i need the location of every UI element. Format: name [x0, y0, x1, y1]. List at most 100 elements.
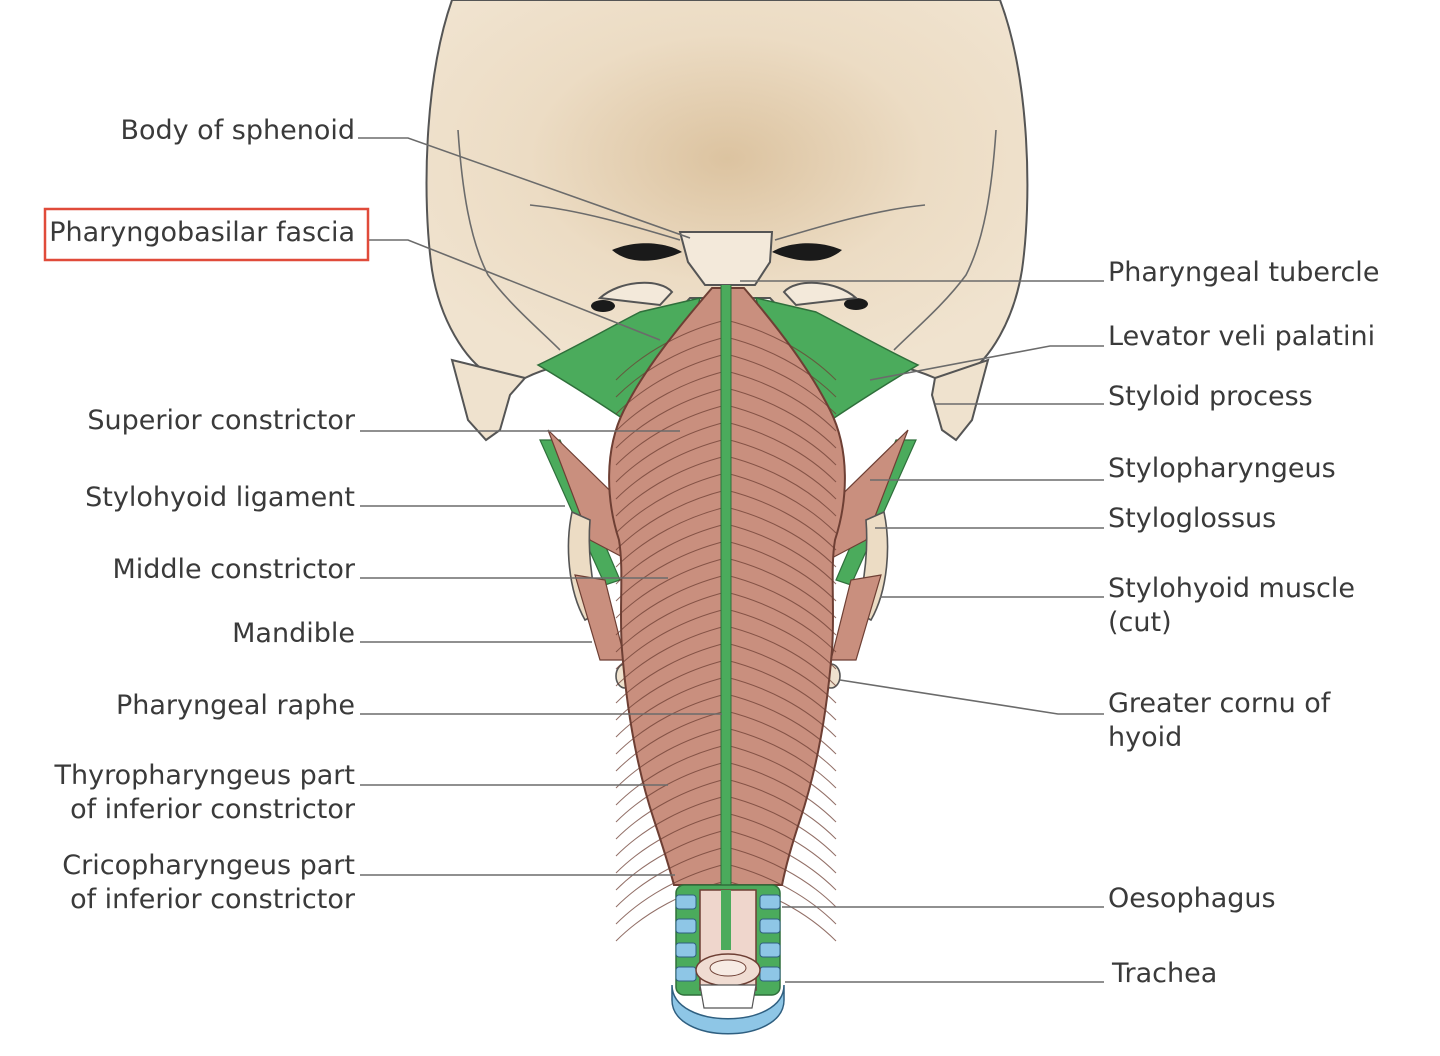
label-oesophagus: Oesophagus: [1108, 883, 1276, 914]
muscle-fiber: [615, 778, 727, 840]
tracheal-ring: [759, 966, 781, 982]
muscle-fiber: [725, 778, 837, 840]
highlight-box-pharyngobasilar-fascia: [43, 207, 370, 262]
muscle-fiber: [725, 693, 837, 755]
muscle-fiber: [615, 506, 727, 568]
label-stylohyoid-ligament: Stylohyoid ligament: [85, 482, 355, 513]
muscle-fiber: [615, 472, 727, 534]
muscle-fiber: [725, 472, 837, 534]
labels-left: Body of sphenoid Pharyngobasilar fascia …: [49, 115, 356, 915]
muscle-fiber: [725, 557, 837, 619]
muscle-fiber: [725, 370, 837, 432]
label-body-of-sphenoid: Body of sphenoid: [120, 115, 355, 146]
tracheal-ring: [675, 942, 697, 958]
muscle-fiber: [615, 540, 727, 602]
muscle-fiber: [725, 489, 837, 551]
label-styloglossus: Styloglossus: [1108, 503, 1276, 534]
muscle-fiber: [725, 761, 837, 823]
muscle-fiber: [615, 574, 727, 636]
labels-right: Pharyngeal tubercle Levator veli palatin…: [1108, 257, 1379, 989]
muscle-fiber: [725, 795, 837, 857]
muscle-fiber: [725, 421, 837, 483]
muscle-fiber: [615, 591, 727, 653]
leader-levator-veli-palatini: [869, 345, 1104, 381]
muscle-fiber: [725, 455, 837, 517]
label-thyropharyngeus-line1: Thyropharyngeus part: [54, 760, 355, 791]
muscle-fiber: [615, 557, 727, 619]
leader-greater-cornu: [839, 679, 1104, 715]
tracheal-ring: [759, 918, 781, 934]
label-thyropharyngeus-line2: of inferior constrictor: [70, 794, 356, 825]
muscle-fiber: [615, 404, 727, 466]
label-stylohyoid-muscle-line1: Stylohyoid muscle: [1108, 573, 1355, 604]
muscle-fiber: [615, 846, 727, 908]
muscle-fiber: [615, 523, 727, 585]
label-pharyngobasilar-fascia: Pharyngobasilar fascia: [49, 217, 355, 248]
label-pharyngeal-tubercle: Pharyngeal tubercle: [1108, 257, 1379, 288]
muscle-fiber: [615, 336, 727, 398]
muscle-fiber: [725, 710, 837, 772]
muscle-fiber: [615, 676, 727, 738]
oesophagus-trachea: [671, 884, 785, 1035]
muscle-fiber: [615, 659, 727, 721]
muscle-fiber: [725, 744, 837, 806]
muscle-fiber: [725, 863, 837, 925]
muscle-fiber: [725, 319, 837, 381]
leader-pharyngobasilar-fascia: [368, 239, 661, 341]
muscle-fiber: [615, 642, 727, 704]
muscle-fiber: [615, 608, 727, 670]
tracheal-ring: [759, 942, 781, 958]
muscle-fiber: [615, 489, 727, 551]
label-greater-cornu-line2: hyoid: [1108, 722, 1182, 753]
muscle-fiber: [725, 438, 837, 500]
skull: [425, 0, 1029, 442]
muscle-fiber: [725, 676, 837, 738]
muscle-fiber: [725, 523, 837, 585]
muscle-fiber: [615, 421, 727, 483]
muscle-fiber: [725, 387, 837, 449]
muscle-fiber: [615, 455, 727, 517]
label-styloid-process: Styloid process: [1108, 381, 1313, 412]
muscle-fiber: [725, 574, 837, 636]
label-trachea: Trachea: [1111, 958, 1217, 989]
muscle-fiber: [725, 506, 837, 568]
muscle-fiber: [725, 812, 837, 874]
muscle-fiber: [725, 540, 837, 602]
label-middle-constrictor: Middle constrictor: [112, 554, 355, 585]
tracheal-ring: [675, 918, 697, 934]
label-stylohyoid-muscle-line2: (cut): [1108, 607, 1172, 638]
label-stylopharyngeus: Stylopharyngeus: [1108, 453, 1336, 484]
muscle-fiber: [615, 829, 727, 891]
muscle-fiber: [615, 795, 727, 857]
muscle-fiber: [615, 387, 727, 449]
leader-body-of-sphenoid: [358, 137, 691, 239]
label-cricopharyngeus-line2: of inferior constrictor: [70, 884, 356, 915]
leader-lines: [358, 137, 1104, 983]
muscle-fiber: [615, 370, 727, 432]
muscle-fiber: [615, 438, 727, 500]
muscle-fiber: [615, 812, 727, 874]
muscle-fiber: [725, 625, 837, 687]
muscle-fiber: [725, 336, 837, 398]
muscle-fiber: [725, 727, 837, 789]
label-mandible: Mandible: [232, 618, 355, 649]
muscle-fiber: [615, 863, 727, 925]
tracheal-ring: [675, 894, 697, 910]
pharyngeal-constrictors: [608, 285, 846, 942]
muscle-fiber: [615, 744, 727, 806]
tracheal-ring: [675, 966, 697, 982]
muscle-fiber: [615, 353, 727, 415]
muscle-fiber: [725, 659, 837, 721]
label-superior-constrictor: Superior constrictor: [87, 405, 355, 436]
muscle-fiber: [725, 404, 837, 466]
muscle-fiber: [615, 319, 727, 381]
label-cricopharyngeus-line1: Cricopharyngeus part: [62, 850, 355, 881]
muscle-fiber: [725, 642, 837, 704]
muscle-fiber: [725, 591, 837, 653]
muscle-fiber: [725, 353, 837, 415]
muscle-fiber: [615, 693, 727, 755]
label-levator-veli-palatini: Levator veli palatini: [1108, 321, 1375, 352]
muscle-fiber: [725, 846, 837, 908]
muscle-fibers: [615, 319, 837, 942]
